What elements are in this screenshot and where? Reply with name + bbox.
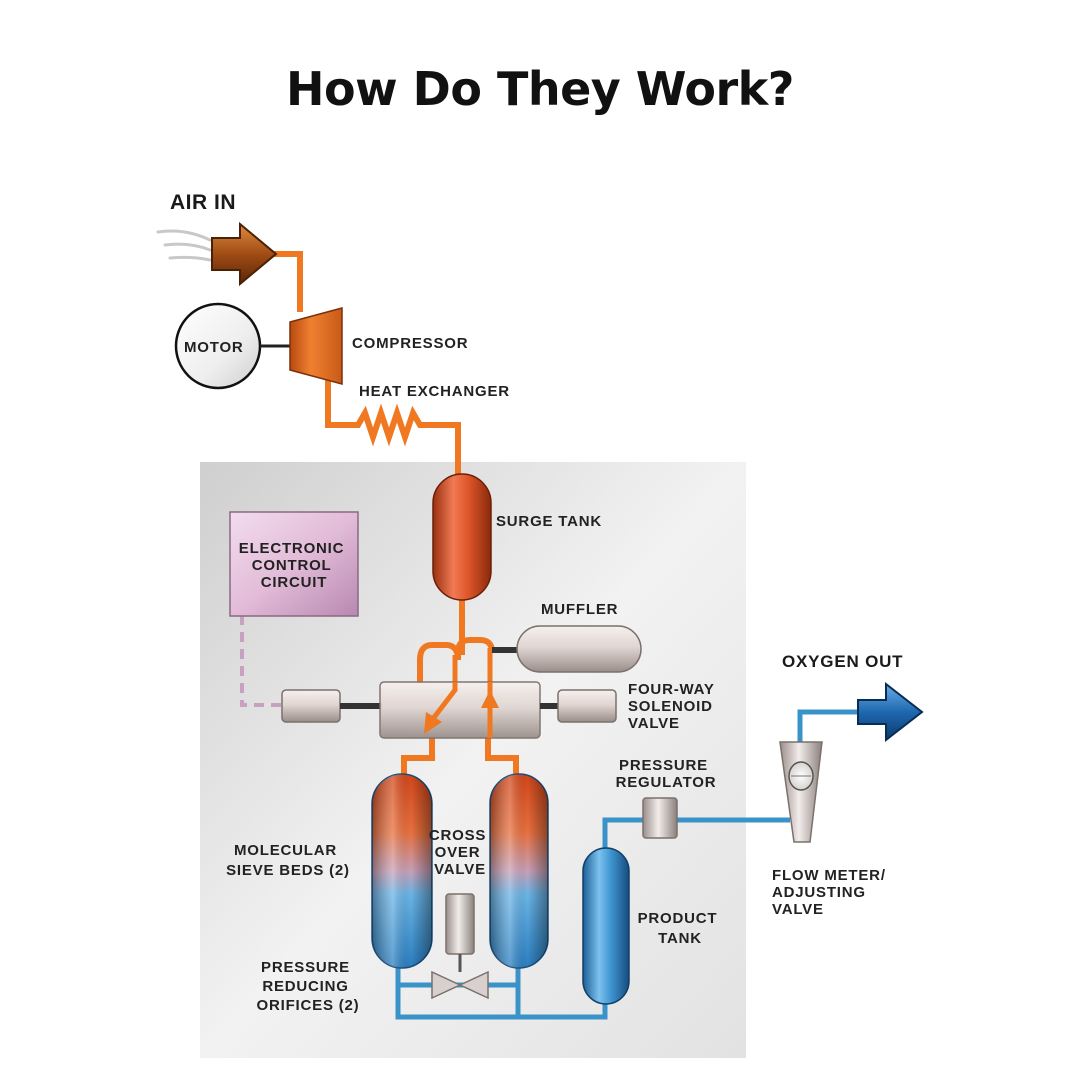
muffler-label: MUFFLER	[541, 601, 618, 618]
oxygen-out-label: OXYGEN OUT	[782, 652, 903, 671]
four-way-valve-body	[379, 681, 541, 739]
pressure-regulator-label: PRESSURE REGULATOR	[616, 757, 717, 791]
surge-tank	[432, 473, 492, 601]
cross-over-valve-actuator	[445, 893, 475, 955]
wind-lines-icon	[156, 229, 212, 262]
solenoid-left-coil	[281, 689, 341, 723]
air-in-label: AIR IN	[170, 191, 236, 214]
oxygen-out-arrow-icon	[857, 681, 924, 743]
four-way-valve-label: FOUR-WAY SOLENOID VALVE	[628, 681, 719, 732]
valve-hump-lines	[417, 637, 515, 684]
sieve-bed-right	[489, 773, 549, 969]
sieve-bed-left	[371, 773, 433, 969]
heat-exchanger-coil	[325, 378, 461, 480]
solenoid-right-coil	[557, 689, 617, 723]
flow-meter-label: FLOW METER/ ADJUSTING VALVE	[772, 867, 891, 918]
page-title: How Do They Work?	[286, 62, 794, 116]
valve-to-bed-left	[401, 738, 435, 780]
compressor	[289, 307, 343, 385]
flow-meter	[779, 741, 823, 843]
valve-to-bed-right	[485, 738, 519, 780]
compressor-label: COMPRESSOR	[352, 335, 468, 352]
heat-exchanger-label: HEAT EXCHANGER	[359, 383, 510, 400]
muffler	[516, 625, 642, 673]
electronic-control-label: ELECTRONIC CONTROL CIRCUIT	[239, 540, 349, 591]
pressure-reducing-label: PRESSURE REDUCING ORIFICES (2)	[257, 959, 360, 1014]
solenoid-left-rod	[340, 703, 382, 709]
motor-label: MOTOR	[184, 339, 244, 356]
molecular-sieve-label: MOLECULAR SIEVE BEDS (2)	[226, 842, 350, 879]
pressure-regulator	[642, 797, 678, 839]
electronic-control-circuit	[229, 511, 359, 617]
control-signal-line	[240, 615, 282, 707]
solenoid-right-rod	[540, 703, 558, 709]
product-to-regulator	[602, 817, 650, 850]
product-tank	[582, 847, 630, 1005]
surge-tank-label: SURGE TANK	[496, 513, 602, 530]
air-in-line	[272, 251, 303, 312]
cross-over-valve-label: CROSS OVER VALVE	[429, 827, 491, 878]
meter-to-out	[797, 709, 860, 745]
product-tank-label: PRODUCT TANK	[638, 910, 723, 947]
cross-over-valve	[431, 970, 489, 1000]
bed-bottom-loop	[395, 962, 608, 1020]
air-in-arrow-icon	[211, 221, 278, 287]
muffler-connector	[492, 647, 520, 653]
